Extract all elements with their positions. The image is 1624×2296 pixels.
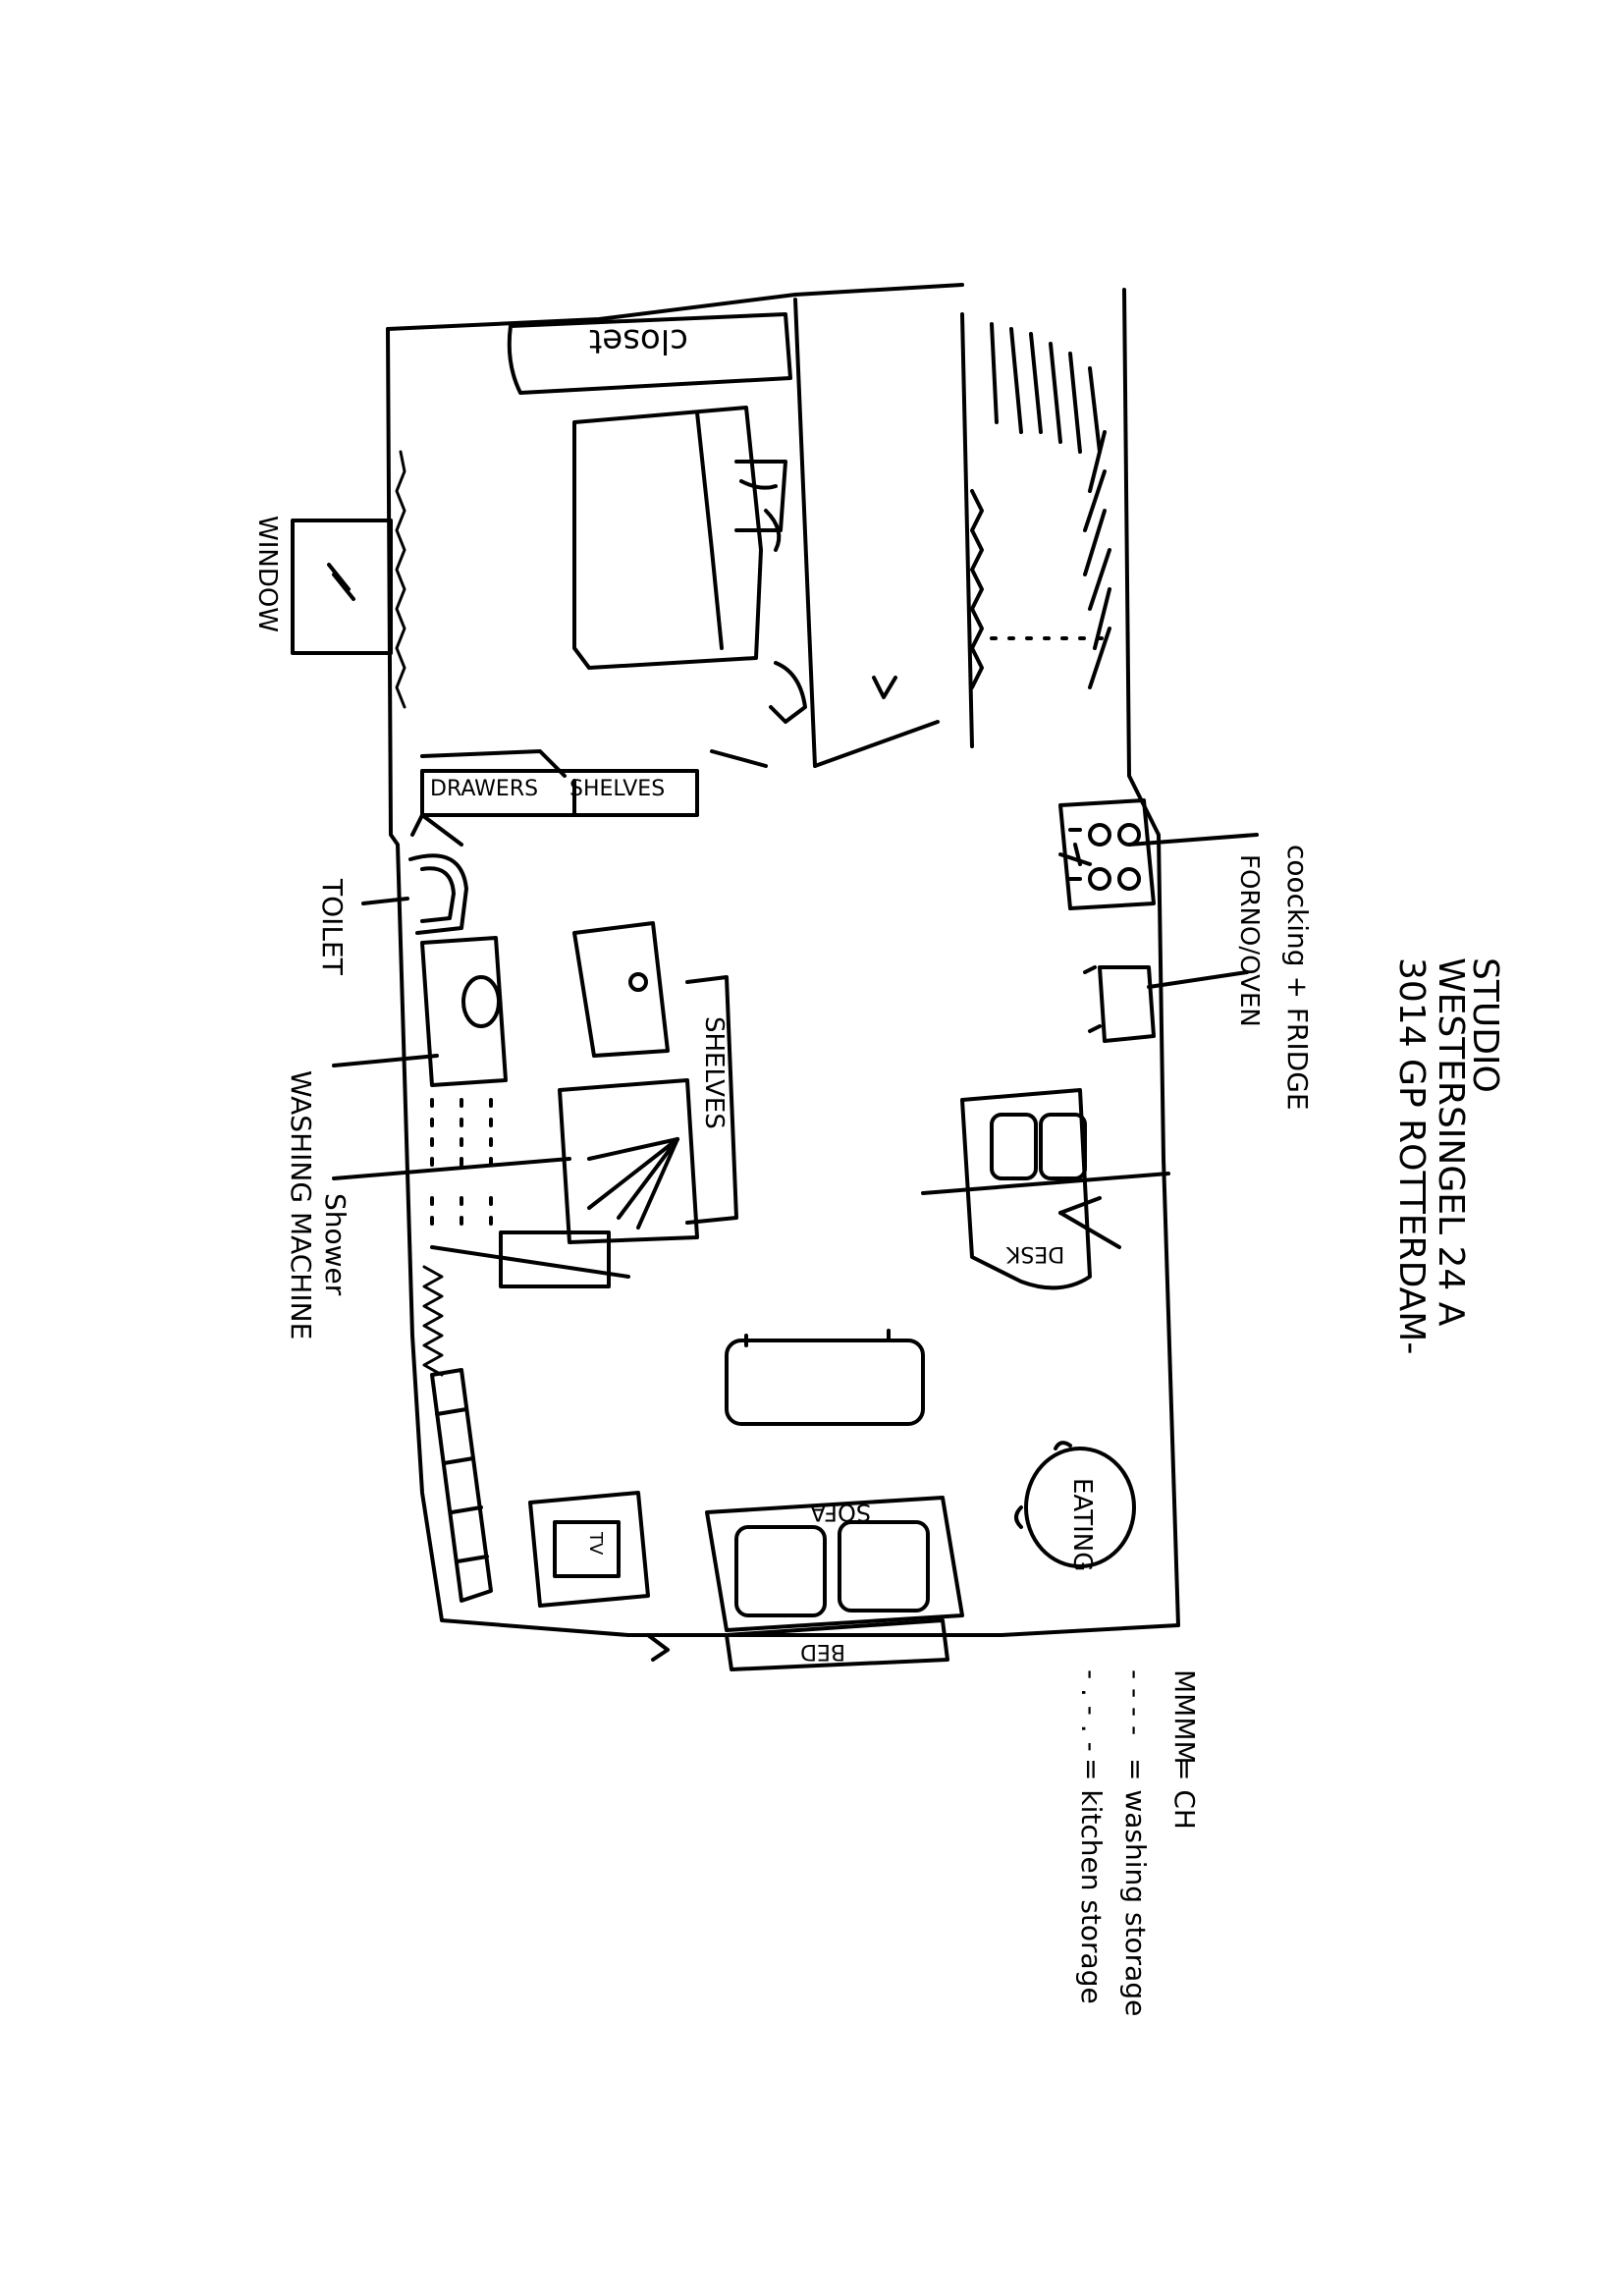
bathroom xyxy=(410,855,736,1286)
toilet-label: TOILET xyxy=(316,879,349,975)
drawers-shelves-unit xyxy=(422,751,697,815)
closet xyxy=(510,314,790,393)
radiator-bath xyxy=(424,1267,442,1375)
window-box xyxy=(293,520,391,653)
dining-table xyxy=(727,1331,923,1424)
desk-bar xyxy=(727,1620,947,1669)
address-line-2: 3014 GP ROTTERDAM- xyxy=(1391,957,1432,1355)
tv-unit xyxy=(530,1493,648,1606)
legend-washing-symbol: - - - - xyxy=(1119,1669,1152,1736)
closet-label: closet xyxy=(589,321,688,360)
outer-walls xyxy=(388,285,1178,1635)
oven-fridge xyxy=(1085,967,1154,1041)
tv-label: TV xyxy=(585,1532,606,1556)
window-label: WINDOW xyxy=(252,516,282,633)
radiator-bedroom xyxy=(397,452,405,707)
studio-title: STUDIO xyxy=(1465,957,1505,1093)
ladder-shelf xyxy=(432,1370,491,1601)
sofa xyxy=(707,1498,962,1630)
address-line-1: WESTERSINGEL 24 A xyxy=(1431,957,1471,1327)
legend-washing-text: = washing storage xyxy=(1119,1758,1152,2017)
forno-oven-label: FORNO/OVEN xyxy=(1234,854,1264,1027)
sofa-label: SOFA xyxy=(810,1499,872,1526)
legend-ch-symbol: MMMM xyxy=(1168,1669,1201,1765)
bedroom-partition xyxy=(712,300,938,766)
eating-table xyxy=(1016,1443,1134,1566)
room-divider-wall xyxy=(962,314,982,746)
shelves-top-label: SHELVES xyxy=(569,777,666,801)
bed-label: BED xyxy=(800,1639,845,1664)
shower-label: Shower xyxy=(319,1193,352,1296)
washing-machine-label: WASHING MACHINE xyxy=(285,1070,317,1340)
bed xyxy=(574,408,805,722)
hatching-right xyxy=(992,324,1110,687)
shelves-bath-label: SHELVES xyxy=(699,1016,729,1129)
desk xyxy=(923,1090,1168,1287)
desk-label: DESK xyxy=(1006,1241,1065,1266)
drawers-label: DRAWERS xyxy=(430,777,539,801)
leader-lines xyxy=(334,835,1257,1178)
legend-kitchen-text: = kitchen storage xyxy=(1075,1758,1108,2004)
entry-arrow xyxy=(648,1635,668,1660)
legend-kitchen-symbol: - . - . - xyxy=(1075,1669,1108,1752)
legend-ch-text: = CH xyxy=(1168,1758,1201,1830)
eating-label: EATING xyxy=(1067,1478,1097,1572)
stove xyxy=(1060,800,1154,908)
cooking-fridge-label: coocking + FRIDGE xyxy=(1281,845,1314,1111)
